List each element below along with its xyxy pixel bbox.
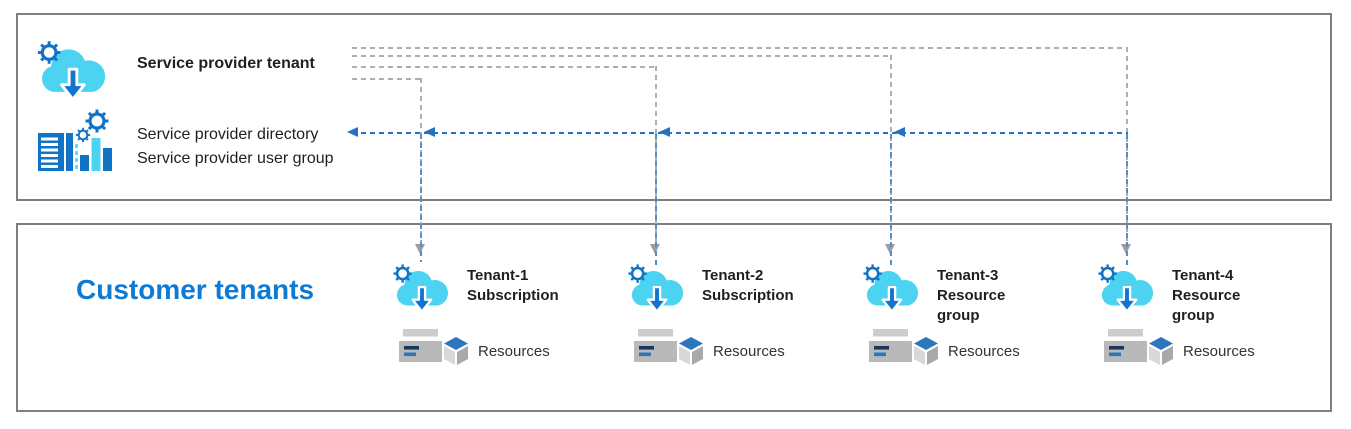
- delegation-line-tenant-3: [352, 55, 892, 57]
- provider-directory-label: Service provider directory: [137, 126, 319, 143]
- tenant-name-label: Tenant-2: [702, 267, 764, 284]
- tenant-group-1: Tenant-1 Subscription Resources: [391, 259, 571, 374]
- resources-icon: [1104, 329, 1174, 366]
- return-rise-tenant-2: [655, 134, 657, 266]
- tenant-cloud-icon: [861, 261, 923, 321]
- return-rise-tenant-3: [890, 134, 892, 266]
- left-arrowhead-icon: [894, 127, 905, 137]
- resources-icon: [634, 329, 704, 366]
- tenant-name-label: Tenant-1: [467, 267, 529, 284]
- provider-user-group-label: Service provider user group: [137, 150, 334, 167]
- resources-label: Resources: [948, 343, 1020, 360]
- left-arrowhead-icon: [347, 127, 358, 137]
- provider-cloud-gear-download-icon: [34, 37, 112, 111]
- tenant-group-4: Tenant-4 Resource group Resources: [1096, 259, 1276, 374]
- tenant-name-label: Tenant-4: [1172, 267, 1234, 284]
- delegation-line-tenant-2: [352, 66, 657, 68]
- tenant-scope-label: Subscription: [467, 287, 559, 304]
- delegation-line-tenant-1: [352, 78, 422, 80]
- resources-icon: [869, 329, 939, 366]
- provider-directory-gears-barchart-icon: [38, 108, 118, 174]
- customer-tenants-title: Customer tenants: [76, 274, 315, 305]
- tenant-cloud-icon: [1096, 261, 1158, 321]
- service-provider-tenant-box: [16, 13, 1332, 201]
- left-arrowhead-icon: [659, 127, 670, 137]
- tenant-scope-label: Subscription: [702, 287, 794, 304]
- return-line: [352, 132, 1128, 134]
- left-arrowhead-icon: [424, 127, 435, 137]
- tenant-cloud-icon: [626, 261, 688, 321]
- return-rise-tenant-4: [1126, 134, 1128, 266]
- resources-label: Resources: [478, 343, 550, 360]
- tenant-name-label: Tenant-3: [937, 267, 999, 284]
- tenant-cloud-icon: [391, 261, 453, 321]
- return-rise-tenant-1: [420, 134, 422, 262]
- resources-icon: [399, 329, 469, 366]
- tenant-scope-label: Resource group: [1172, 287, 1241, 324]
- tenant-group-3: Tenant-3 Resource group Resources: [861, 259, 1041, 374]
- resources-label: Resources: [1183, 343, 1255, 360]
- resources-label: Resources: [713, 343, 785, 360]
- provider-tenant-label: Service provider tenant: [137, 55, 315, 72]
- customer-tenants-box: [16, 223, 1332, 412]
- delegation-line-tenant-4: [352, 47, 1128, 49]
- tenant-group-2: Tenant-2 Subscription Resources: [626, 259, 806, 374]
- tenant-scope-label: Resource group: [937, 287, 1006, 324]
